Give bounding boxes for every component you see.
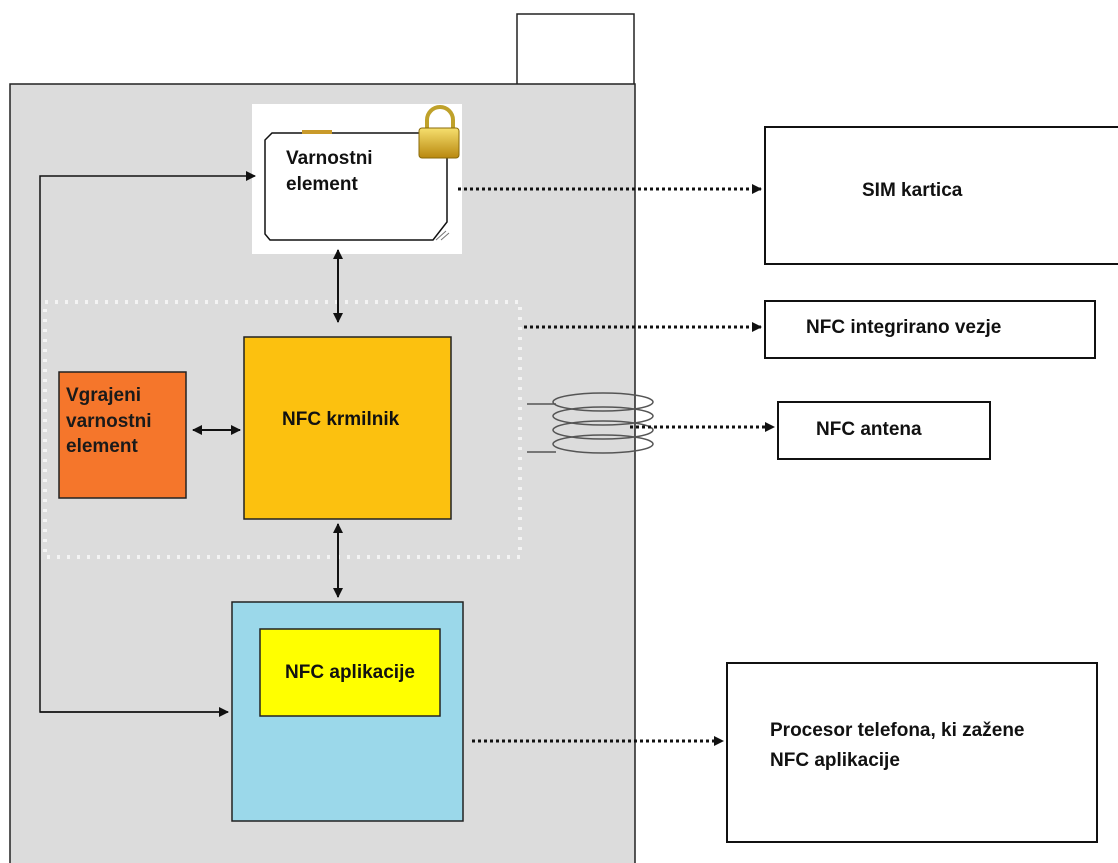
embedded-se-line3: element	[66, 436, 138, 458]
embedded-se-box	[58, 371, 187, 499]
embedded-se-line2: varnostni	[66, 410, 152, 432]
nfc-controller-label: NFC krmilnik	[282, 409, 400, 430]
nfc-controller-box	[243, 336, 452, 520]
nfc-ic-region	[43, 300, 522, 559]
processor-callout-label: Procesor telefona, ki zažene NFC aplikac…	[770, 718, 1090, 773]
nfc-antenna-coil-icon	[527, 392, 654, 454]
phone-top-tab	[516, 13, 635, 87]
embedded-se-line1: Vgrajeni	[66, 385, 141, 406]
secure-element-line1: Varnostni	[286, 148, 373, 169]
secure-element-tab-mark	[302, 130, 332, 134]
processor-callout-line1: Procesor telefona, ki zažene	[770, 720, 1025, 741]
nfc-ic-label: NFC integrirano vezje	[806, 317, 1002, 338]
nfc-antenna-label: NFC antena	[816, 419, 922, 440]
nfc-apps-box	[259, 628, 441, 717]
nfc-antenna-box	[777, 401, 991, 460]
secure-element-label: Varnostni element	[286, 146, 426, 197]
padlock-icon	[418, 105, 460, 159]
processor-callout-box	[726, 662, 1098, 843]
sim-card-label: SIM kartica	[862, 180, 963, 201]
sim-card-box	[764, 126, 1118, 265]
nfc-apps-label: NFC aplikacije	[285, 661, 415, 683]
secure-element-corner-mark	[435, 230, 450, 241]
embedded-se-label: Vgrajeni varnostni element	[66, 383, 184, 460]
processor-callout-line2: NFC aplikacije	[770, 749, 900, 771]
secure-element-line2: element	[286, 173, 358, 195]
nfc-ic-box	[764, 300, 1096, 359]
